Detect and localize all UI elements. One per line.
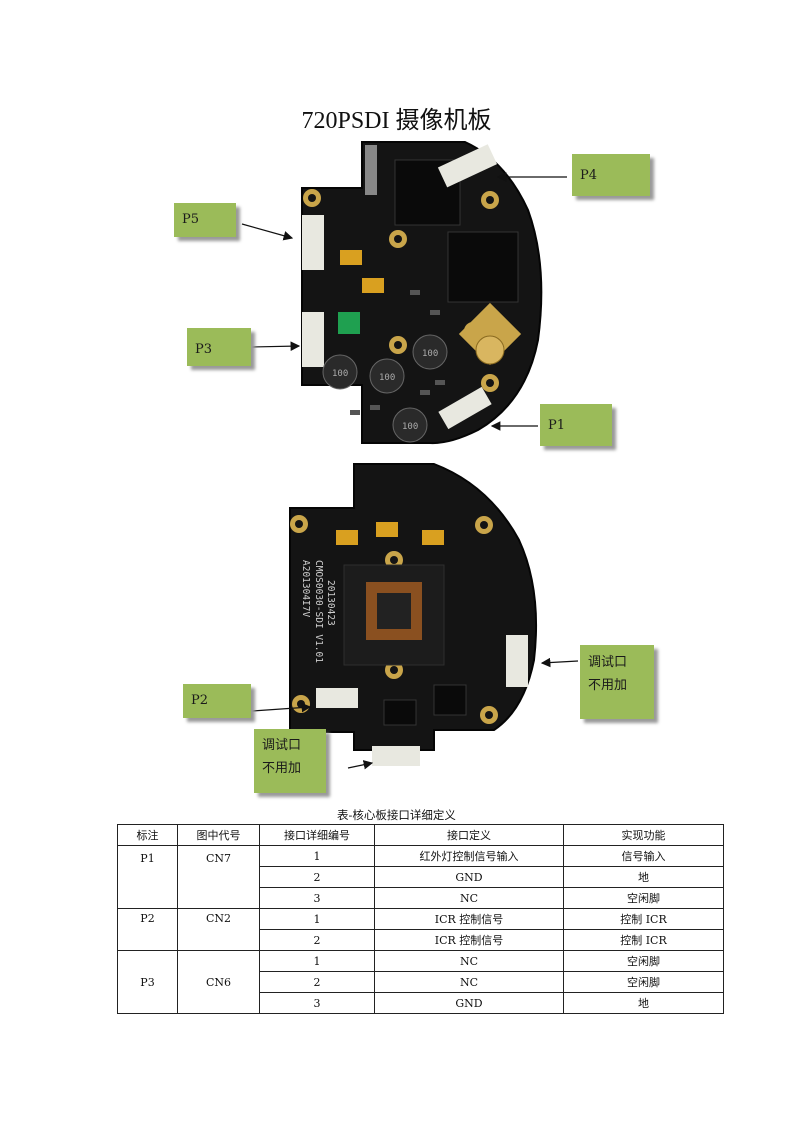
page-title: 720PSDI 摄像机板 bbox=[301, 108, 492, 134]
num-cell: 1 bbox=[259, 950, 375, 972]
table-row: 3 GND 地 bbox=[118, 992, 724, 1014]
num-cell: 1 bbox=[259, 908, 375, 930]
mark-cell: P3 bbox=[117, 950, 178, 1014]
table-header-row: 标注 图中代号 接口详细编号 接口定义 实现功能 bbox=[117, 824, 724, 846]
front-board-photo: 100 100 100 100 bbox=[301, 141, 543, 445]
callout-label-p1: P1 bbox=[540, 404, 612, 446]
callout-label-p3: P3 bbox=[187, 328, 251, 366]
func-cell: 空闲脚 bbox=[563, 950, 724, 972]
def-cell: GND bbox=[374, 992, 564, 1014]
inductor-marking-1: 100 bbox=[332, 369, 348, 379]
interface-table: 标注 图中代号 接口详细编号 接口定义 实现功能 P1 CN7 1 红外灯控制信… bbox=[117, 824, 724, 1014]
back-board-photo: CMOS0030-SDI V1.01 20130423 A201304I7V bbox=[289, 463, 538, 766]
callout-label-p5: P5 bbox=[174, 203, 236, 237]
header-cell: 实现功能 bbox=[563, 824, 724, 846]
func-cell: 控制 ICR bbox=[563, 908, 724, 930]
inductor-marking-4: 100 bbox=[402, 422, 418, 432]
header-cell: 接口定义 bbox=[374, 824, 564, 846]
label-text: P3 bbox=[195, 342, 213, 357]
inductor-marking-3: 100 bbox=[422, 349, 438, 359]
func-cell: 信号输入 bbox=[563, 845, 724, 867]
mark-cell: P2 bbox=[117, 908, 178, 951]
table-row: P3 CN6 1 NC 空闲脚 bbox=[117, 950, 724, 1014]
label-text-line-1: 调试口 bbox=[262, 738, 302, 753]
num-cell: 2 bbox=[259, 971, 375, 993]
def-cell: NC bbox=[374, 887, 564, 909]
table-row: 2 NC 空闲脚 bbox=[118, 971, 724, 993]
code-cell: CN6 bbox=[177, 950, 260, 1014]
func-cell: 空闲脚 bbox=[563, 887, 724, 909]
func-cell: 空闲脚 bbox=[563, 971, 724, 993]
callout-label-debug-bottom: 调试口 不用加 bbox=[254, 729, 326, 793]
header-cell: 标注 bbox=[117, 824, 178, 846]
def-cell: ICR 控制信号 bbox=[374, 929, 564, 951]
def-cell: NC bbox=[374, 971, 564, 993]
func-cell: 地 bbox=[563, 992, 724, 1014]
table-caption: 表-核心板接口详细定义 bbox=[337, 808, 456, 822]
func-cell: 控制 ICR bbox=[563, 929, 724, 951]
def-cell: 红外灯控制信号输入 bbox=[374, 845, 564, 867]
callout-arrows bbox=[241, 172, 579, 770]
num-cell: 3 bbox=[259, 992, 375, 1014]
num-cell: 3 bbox=[259, 887, 375, 909]
callout-label-debug-right: 调试口 不用加 bbox=[580, 645, 654, 719]
label-text-line-2: 不用加 bbox=[588, 678, 628, 693]
def-cell: NC bbox=[374, 950, 564, 972]
table-row: P1 CN7 1 红外灯控制信号输入 信号输入 bbox=[117, 845, 724, 909]
silkscreen-line-3: A201304I7V bbox=[300, 560, 311, 617]
func-cell: 地 bbox=[563, 866, 724, 888]
header-cell: 接口详细编号 bbox=[259, 824, 375, 846]
callout-label-p2: P2 bbox=[183, 684, 251, 718]
code-cell: CN2 bbox=[177, 908, 260, 951]
callout-label-p4: P4 bbox=[572, 154, 650, 196]
code-cell: CN7 bbox=[177, 845, 260, 909]
silkscreen-line-1: CMOS0030-SDI V1.01 bbox=[313, 560, 324, 663]
label-text: P2 bbox=[191, 693, 209, 708]
num-cell: 2 bbox=[259, 929, 375, 951]
inductor-marking-2: 100 bbox=[379, 373, 395, 383]
header-cell: 图中代号 bbox=[177, 824, 260, 846]
label-text-line-2: 不用加 bbox=[262, 761, 302, 776]
table-row: P2 CN2 1 ICR 控制信号 控制 ICR bbox=[117, 908, 724, 951]
table-row: 2 GND 地 bbox=[118, 866, 724, 888]
silkscreen-line-2: 20130423 bbox=[325, 580, 336, 626]
label-text: P4 bbox=[580, 168, 598, 183]
table-row: 3 NC 空闲脚 bbox=[118, 887, 724, 909]
def-cell: GND bbox=[374, 866, 564, 888]
num-cell: 1 bbox=[259, 845, 375, 867]
label-text: P5 bbox=[182, 212, 200, 227]
label-text: P1 bbox=[548, 418, 566, 433]
def-cell: ICR 控制信号 bbox=[374, 908, 564, 930]
mark-cell: P1 bbox=[117, 845, 178, 909]
label-text-line-1: 调试口 bbox=[588, 655, 628, 670]
num-cell: 2 bbox=[259, 866, 375, 888]
